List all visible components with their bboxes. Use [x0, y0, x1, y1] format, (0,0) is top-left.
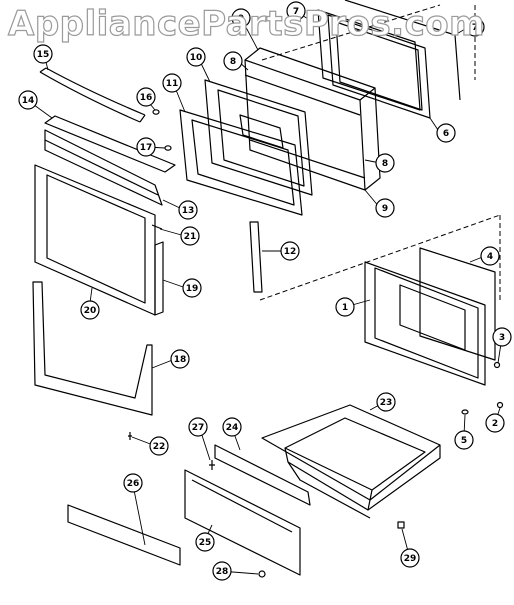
callout-circle — [33, 44, 53, 64]
part-26-strip — [67, 504, 181, 566]
callout-number: 24 — [226, 423, 239, 433]
callout-number: 29 — [404, 554, 417, 564]
callout-number: 14 — [22, 96, 35, 106]
part-24-rail — [214, 444, 311, 506]
callout-number: 6 — [443, 129, 449, 139]
callout-circle — [231, 8, 251, 28]
callout-number: 17 — [140, 143, 153, 153]
leader-lines — [29, 13, 503, 575]
part-1-drawer-door-frame — [364, 261, 486, 386]
part-21-strip — [151, 224, 163, 230]
callout-circle — [80, 300, 100, 320]
part-20-outer-door — [34, 164, 156, 316]
callout-circle — [195, 532, 215, 552]
callout-circle — [375, 198, 395, 218]
callout-number: 8 — [382, 159, 388, 169]
callout-circle — [162, 73, 182, 93]
callout-circle — [400, 548, 420, 568]
callout-circle — [485, 413, 505, 433]
callout-circle — [335, 297, 355, 317]
part-16-screw — [152, 109, 160, 115]
callout-number: 12 — [284, 247, 297, 257]
part-5-clip — [461, 409, 469, 415]
callout-number: 4 — [487, 252, 493, 262]
callout-number: 8 — [230, 57, 236, 67]
callout-number: 11 — [166, 79, 179, 89]
callout-circle — [375, 153, 395, 173]
part-27-screw — [209, 460, 215, 470]
callout-circle — [186, 47, 206, 67]
part-7-glass — [317, 0, 461, 111]
part-13-vent-trim — [44, 129, 163, 206]
part-10-inner-door — [204, 79, 313, 196]
part-14-top-bracket — [44, 115, 176, 173]
part-9-insulation — [244, 47, 381, 191]
part-3-screw — [493, 361, 501, 369]
part-4-panel — [419, 247, 496, 361]
callout-number: 21 — [184, 232, 197, 242]
callout-circle — [376, 392, 396, 412]
part-25-drawer-front — [184, 469, 301, 576]
part-15-handle — [39, 67, 146, 123]
callout-number: 9 — [238, 14, 244, 24]
callout-number: 7 — [472, 23, 478, 33]
callout-circle — [149, 436, 169, 456]
callout-number: 19 — [186, 284, 199, 294]
part-28-foot — [258, 570, 266, 578]
callout-circle — [18, 90, 38, 110]
callout-circle — [136, 137, 156, 157]
part-12-hinge — [249, 221, 263, 293]
callout-labels: 1234567788991011121314151617181920212223… — [18, 1, 512, 581]
callout-number: 20 — [84, 306, 97, 316]
callout-number: 13 — [182, 206, 195, 216]
callout-circle — [492, 327, 512, 347]
part-drawings — [32, 0, 504, 578]
callout-number: 7 — [293, 7, 299, 17]
callout-number: 9 — [382, 204, 388, 214]
callout-number: 1 — [342, 303, 348, 313]
callout-circle — [136, 87, 156, 107]
part-8-spacer — [244, 74, 366, 179]
callout-number: 22 — [153, 442, 166, 452]
callout-circle — [465, 17, 485, 37]
part-2-screw — [496, 401, 504, 409]
callout-number: 18 — [174, 355, 187, 365]
callout-number: 28 — [216, 567, 229, 577]
callout-circle — [178, 200, 198, 220]
callout-circle — [222, 417, 242, 437]
callout-number: 25 — [199, 538, 212, 548]
callout-circle — [280, 241, 300, 261]
callout-number: 2 — [492, 419, 498, 429]
callout-circle — [436, 123, 456, 143]
part-17-screw — [164, 145, 172, 151]
callout-number: 16 — [140, 93, 153, 103]
callout-circle — [180, 226, 200, 246]
part-22-screw — [128, 432, 132, 440]
callout-circle — [454, 430, 474, 450]
part-18-door-liner — [32, 281, 153, 416]
part-23-drawer-tray — [261, 404, 441, 519]
callout-circle — [188, 417, 208, 437]
callout-number: 5 — [461, 436, 467, 446]
callout-number: 23 — [380, 398, 393, 408]
callout-circle — [212, 561, 232, 581]
callout-circle — [182, 278, 202, 298]
part-11-glass-frame — [179, 109, 303, 216]
callout-circle — [223, 51, 243, 71]
callout-number: 26 — [127, 479, 140, 489]
callout-circle — [170, 349, 190, 369]
callout-circle — [286, 1, 306, 21]
callout-number: 27 — [192, 423, 205, 433]
part-19-side-trim — [154, 241, 164, 316]
callout-circle — [480, 246, 500, 266]
callout-number: 15 — [37, 50, 50, 60]
callout-circle — [123, 473, 143, 493]
callout-number: 3 — [499, 333, 505, 343]
callout-number: 10 — [190, 53, 203, 63]
part-29-foot — [397, 521, 405, 529]
